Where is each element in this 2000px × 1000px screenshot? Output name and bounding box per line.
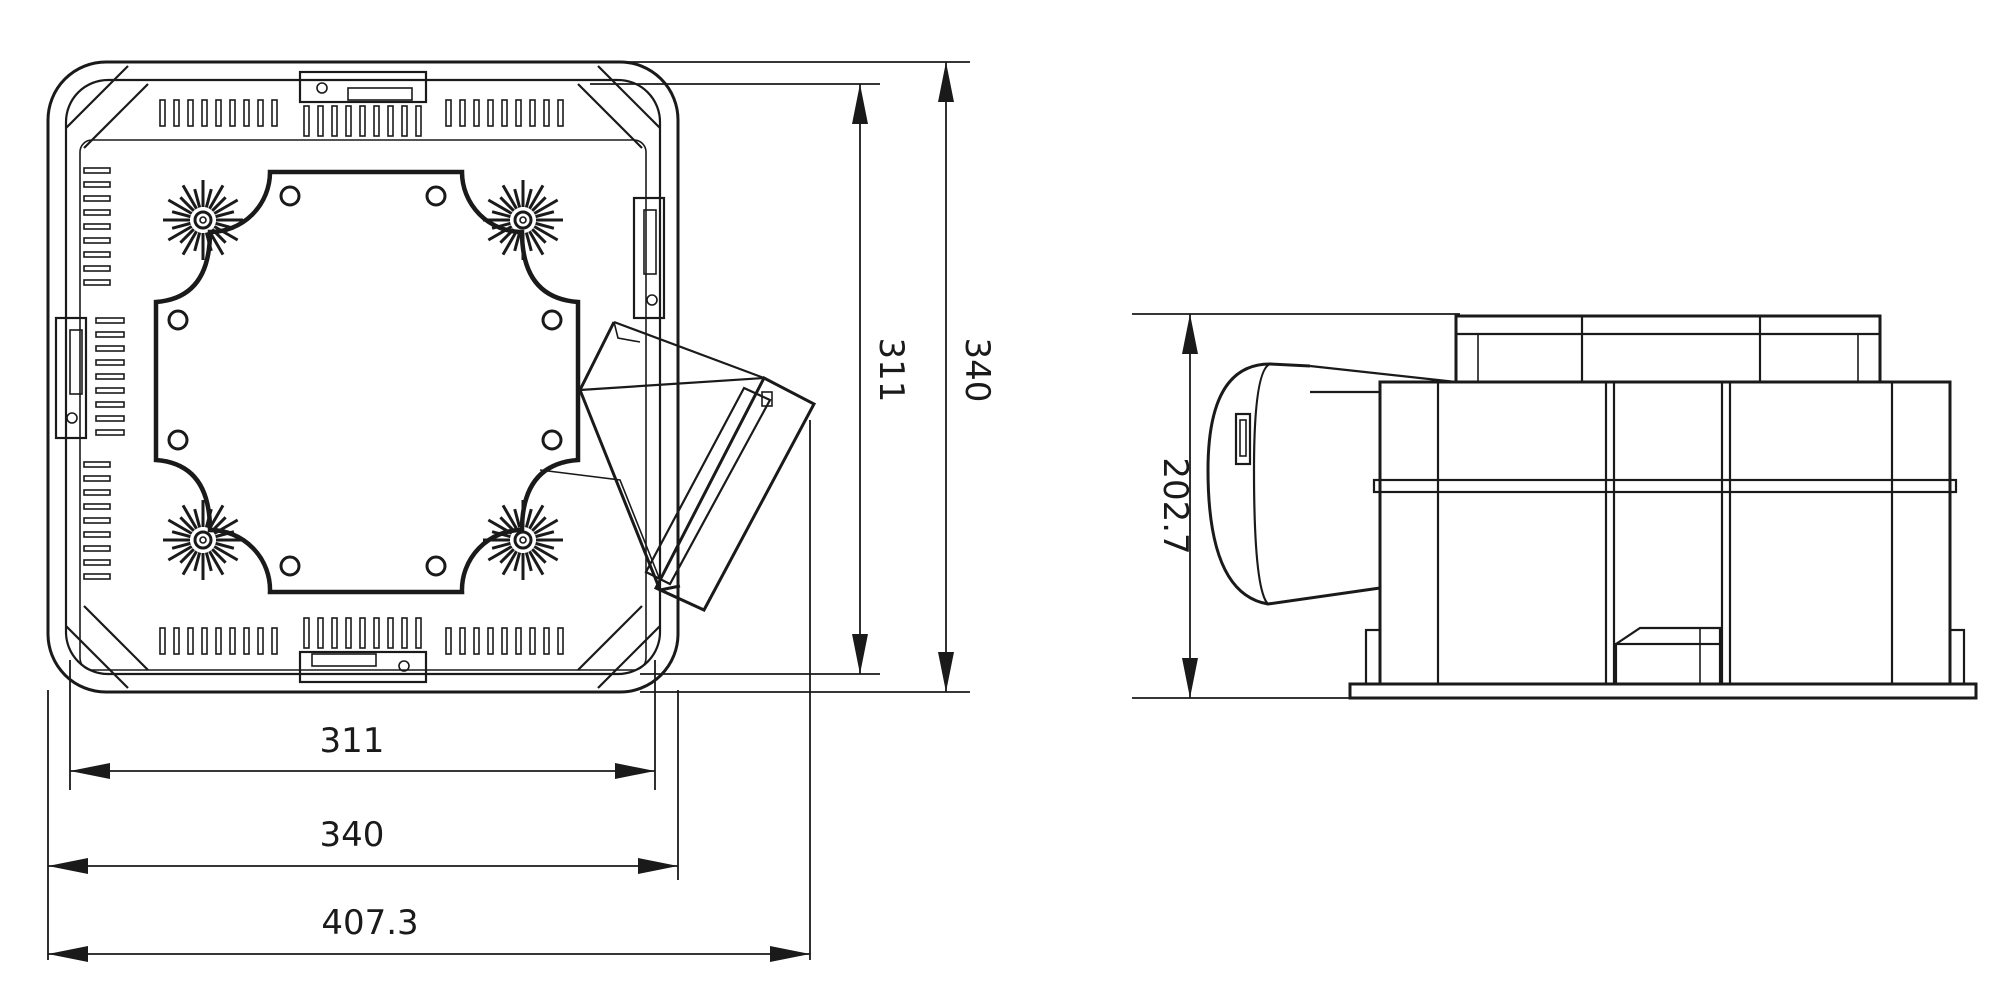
bottom-bracket (298, 650, 428, 684)
base-plate (1348, 682, 1978, 700)
main-body (1378, 380, 1952, 686)
knockout-top-right (483, 180, 563, 260)
side-view-dimensions: 202.7 (1132, 313, 1460, 699)
knockout-bottom-right (483, 500, 563, 580)
corner-guards (65, 65, 661, 689)
lid (1454, 314, 1882, 384)
top-view-dimensions: 311 340 407.3 311 340 (47, 61, 997, 962)
dim-line-outer-height (938, 62, 954, 692)
dim-line-overall-width (48, 946, 810, 962)
knockout-top-left (163, 180, 243, 260)
top-bracket (298, 70, 428, 104)
side-view (1206, 314, 1978, 700)
right-bracket (632, 196, 666, 320)
dim-side-height-label: 202.7 (1155, 457, 1195, 554)
mounting-holes (167, 185, 563, 577)
housing-inner (64, 78, 662, 676)
side-socket (1206, 362, 1457, 606)
dim-outer-height-label: 340 (957, 338, 997, 403)
dim-line-side-height (1182, 314, 1198, 698)
dim-line-inner-width (70, 763, 655, 779)
dim-line-inner-height (852, 84, 868, 674)
dim-inner-width-label: 311 (320, 721, 385, 761)
dim-inner-height-label: 311 (871, 338, 911, 403)
housing-outer (46, 60, 680, 694)
body-band (1372, 478, 1958, 494)
dim-overall-width-label: 407.3 (321, 903, 418, 943)
fins-bottom (159, 617, 564, 655)
fins-left (83, 167, 125, 580)
dim-line-outer-width (48, 858, 678, 874)
knockout-bottom-left (163, 500, 243, 580)
angled-socket (539, 320, 817, 612)
dim-outer-width-label: 340 (320, 815, 385, 855)
fins-top (159, 99, 564, 137)
left-bracket (54, 316, 88, 440)
top-view (46, 60, 817, 694)
cable-entry (1614, 626, 1722, 686)
housing-frame (79, 139, 647, 671)
